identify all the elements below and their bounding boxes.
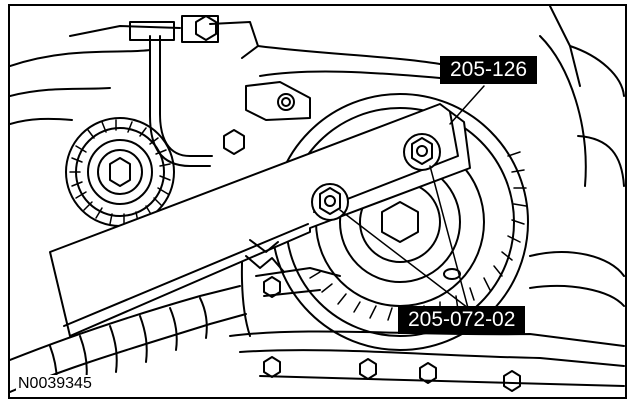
callout-tool-205-072-02: 205-072-02 (398, 306, 526, 334)
tool-bolt-upper (403, 133, 441, 171)
idler-pulley (65, 117, 175, 227)
engine-line-drawing (10, 6, 625, 393)
tool-bolt-lower (311, 183, 349, 221)
holding-tool-bar (49, 103, 471, 337)
leader-lines (339, 85, 485, 309)
bracket (223, 81, 311, 155)
hose (129, 15, 219, 167)
lower-bolts (263, 276, 521, 392)
callout-tool-205-126: 205-126 (440, 56, 538, 84)
figure-id-label: N0039345 (16, 375, 94, 393)
